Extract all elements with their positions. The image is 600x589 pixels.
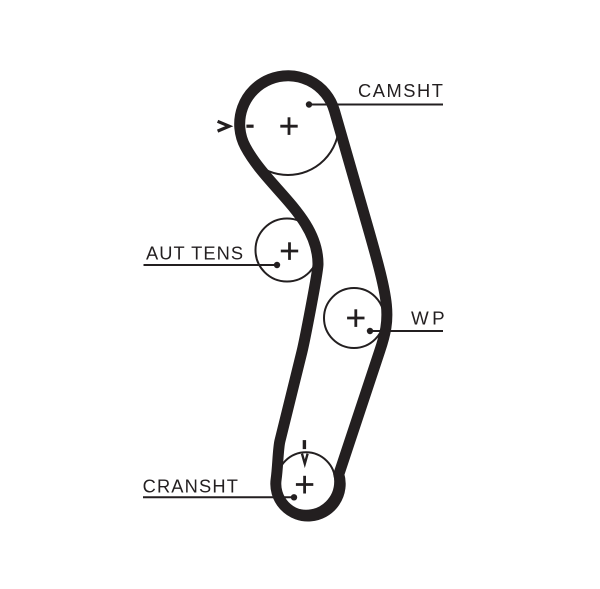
svg-text:CRANSHT: CRANSHT [143, 476, 239, 497]
svg-text:CAMSHT: CAMSHT [358, 80, 445, 101]
svg-text:WP: WP [411, 308, 448, 329]
svg-text:AUT TENS: AUT TENS [146, 243, 244, 264]
